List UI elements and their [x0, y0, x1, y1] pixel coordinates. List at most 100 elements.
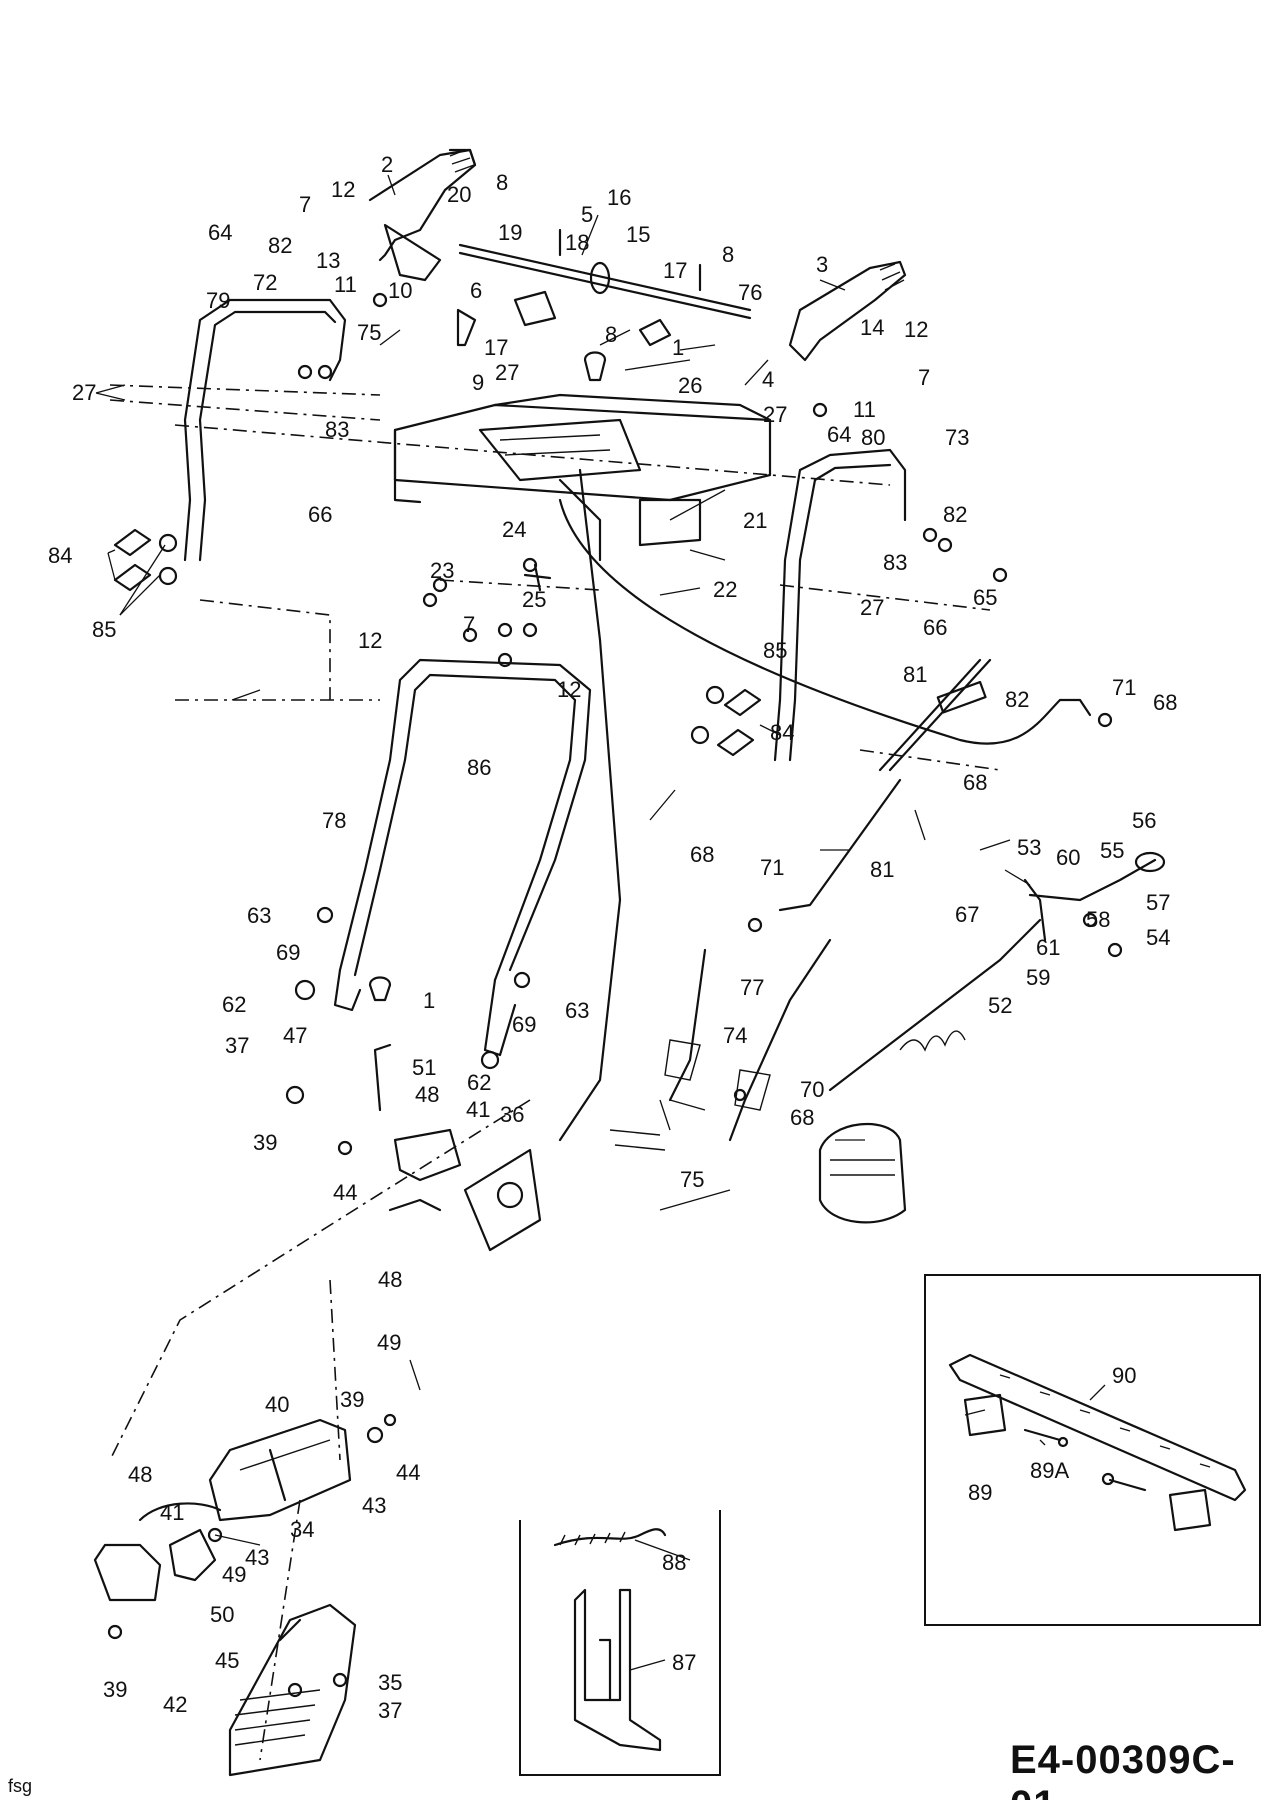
callout-53: 53	[1017, 835, 1041, 860]
callout-55: 55	[1100, 838, 1124, 863]
callout-2: 2	[381, 152, 393, 177]
callout-27: 27	[860, 595, 884, 620]
diagram-code: E4-00309C-01	[1010, 1738, 1236, 1800]
discharge-chute	[228, 1603, 357, 1777]
callout-71: 71	[760, 855, 784, 880]
callout-39: 39	[103, 1677, 127, 1702]
callout-39: 39	[253, 1130, 277, 1155]
callout-88: 88	[662, 1550, 686, 1575]
callout-64: 64	[827, 422, 851, 447]
callout-40: 40	[265, 1392, 289, 1417]
callout-12: 12	[904, 317, 928, 342]
callout-76: 78	[322, 808, 346, 833]
callout-81: 81	[870, 857, 894, 882]
callout-72: 72	[253, 270, 277, 295]
callout-22: 22	[713, 577, 737, 602]
callout-43: 43	[245, 1545, 269, 1570]
callout-15: 16	[607, 185, 631, 210]
right-control-lever	[788, 260, 907, 362]
callout-14: 15	[626, 222, 650, 247]
callout-26: 26	[678, 373, 702, 398]
callout-90: 90	[1112, 1363, 1136, 1388]
shift-rod	[778, 658, 992, 912]
callout-13: 13	[316, 248, 340, 273]
callout-12: 12	[557, 677, 581, 702]
callout-49: 49	[222, 1562, 246, 1587]
clutch-cable	[609, 938, 832, 1211]
callout-83: 83	[883, 550, 907, 575]
callout-13: 14	[860, 315, 884, 340]
callout-63: 63	[247, 903, 271, 928]
callout-17: 18	[565, 230, 589, 255]
callout-21: 21	[743, 508, 767, 533]
control-shaft	[458, 243, 752, 347]
callout-12: 12	[358, 628, 382, 653]
callout-44: 44	[333, 1180, 357, 1205]
corner-tag: fsg	[8, 1776, 33, 1796]
impeller-housing	[818, 1122, 907, 1224]
auger-linkage	[828, 851, 1166, 1092]
callout-45: 45	[215, 1648, 239, 1673]
callout-7: 7	[299, 192, 311, 217]
control-cable	[558, 468, 1092, 1142]
callout-75: 76	[738, 280, 762, 305]
callout-7: 7	[463, 612, 475, 637]
callout-35: 35	[378, 1670, 402, 1695]
callout-16: 17	[484, 335, 508, 360]
assembly-guides	[109, 384, 1001, 1761]
callout-43: 43	[362, 1493, 386, 1518]
callout-57: 57	[1146, 890, 1170, 915]
callout-77: 79	[206, 288, 230, 313]
callout-24: 24	[502, 517, 526, 542]
chute-deflector	[208, 1418, 352, 1522]
callout-84: 84	[770, 720, 794, 745]
callout-49: 49	[377, 1330, 401, 1355]
callout-61: 61	[1036, 935, 1060, 960]
callout-1: 1	[672, 335, 684, 360]
callout-10: 10	[388, 278, 412, 303]
callout-62: 62	[222, 992, 246, 1017]
callout-68: 68	[790, 1105, 814, 1130]
callout-84: 84	[48, 543, 72, 568]
upper-handle	[183, 298, 907, 762]
callout-58: 58	[1086, 907, 1110, 932]
callout-36: 36	[500, 1102, 524, 1127]
left-control-lever	[368, 148, 477, 282]
callout-85: 85	[763, 638, 787, 663]
callout-73: 74	[723, 1023, 747, 1048]
callout-7: 7	[918, 365, 930, 390]
callout-74: 75	[680, 1167, 704, 1192]
callout-8: 8	[722, 242, 734, 267]
callout-37: 37	[225, 1033, 249, 1058]
callout-44: 44	[396, 1460, 420, 1485]
callout-25: 25	[522, 587, 546, 612]
callout-11: 11	[853, 397, 876, 422]
callout-18: 19	[498, 220, 522, 245]
callout-48: 48	[378, 1267, 402, 1292]
callout-6: 6	[470, 278, 482, 303]
callout-12: 12	[331, 177, 355, 202]
callout-47: 47	[283, 1023, 307, 1048]
console-housing	[393, 393, 772, 562]
callout-71: 71	[1112, 675, 1136, 700]
callout-1: 1	[423, 988, 435, 1013]
callout-89A: 89A	[1030, 1458, 1069, 1483]
callout-3: 3	[816, 252, 828, 277]
callout-42: 42	[163, 1692, 187, 1717]
callout-60: 60	[1056, 845, 1080, 870]
callout-78: 80	[861, 425, 885, 450]
callout-41: 41	[466, 1097, 490, 1122]
callout-50: 50	[210, 1602, 234, 1627]
callout-23: 23	[430, 558, 454, 583]
chute-crank-bracket	[373, 1043, 542, 1252]
callout-85: 85	[92, 617, 116, 642]
callout-75: 77	[740, 975, 764, 1000]
callout-27: 27	[72, 380, 96, 405]
hardware-bits	[107, 228, 1123, 1698]
chute-pivot	[93, 1502, 222, 1602]
callout-19: 17	[663, 258, 687, 283]
callout-69: 69	[276, 940, 300, 965]
callout-66: 66	[308, 502, 332, 527]
